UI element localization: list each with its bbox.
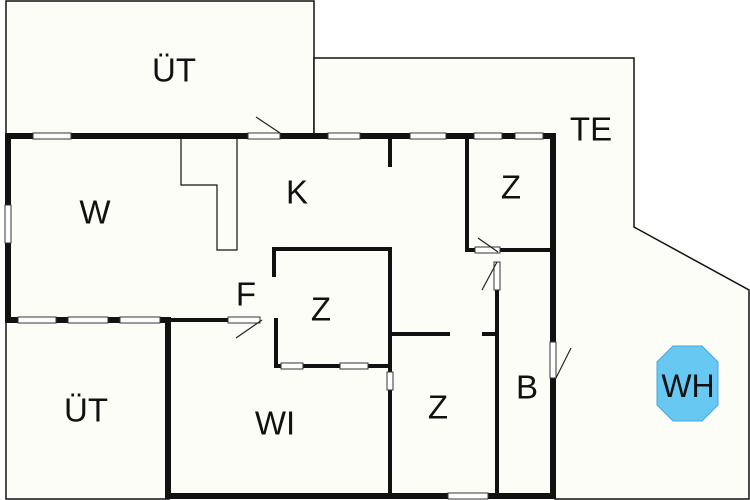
- outdoor-areas: [5, 0, 750, 500]
- room-label-z-center: Z: [311, 291, 331, 328]
- room-label-ut-top: ÜT: [152, 52, 196, 89]
- water-heater-icon: [656, 345, 719, 422]
- room-label-z-bottom: Z: [428, 389, 448, 426]
- room-label-k: K: [286, 174, 308, 211]
- doors: [227, 116, 572, 379]
- room-label-b: B: [516, 369, 538, 406]
- windows: [4, 132, 557, 500]
- room-label-wh: WH: [661, 368, 714, 404]
- kitchen-counter: [180, 139, 238, 251]
- room-label-ut-bottom: ÜT: [64, 392, 108, 429]
- room-label-z-topright: Z: [501, 169, 521, 206]
- terrace-top-area: [5, 0, 315, 136]
- room-label-w: W: [79, 194, 111, 231]
- room-label-f: F: [236, 276, 256, 313]
- room-labels: ÜT TE W K Z F Z ÜT WI Z B WH: [64, 52, 715, 442]
- room-label-te: TE: [570, 111, 612, 148]
- room-label-wi: WI: [255, 405, 295, 442]
- terrace-bottom-area: [5, 319, 170, 500]
- house-floor: [8, 136, 553, 497]
